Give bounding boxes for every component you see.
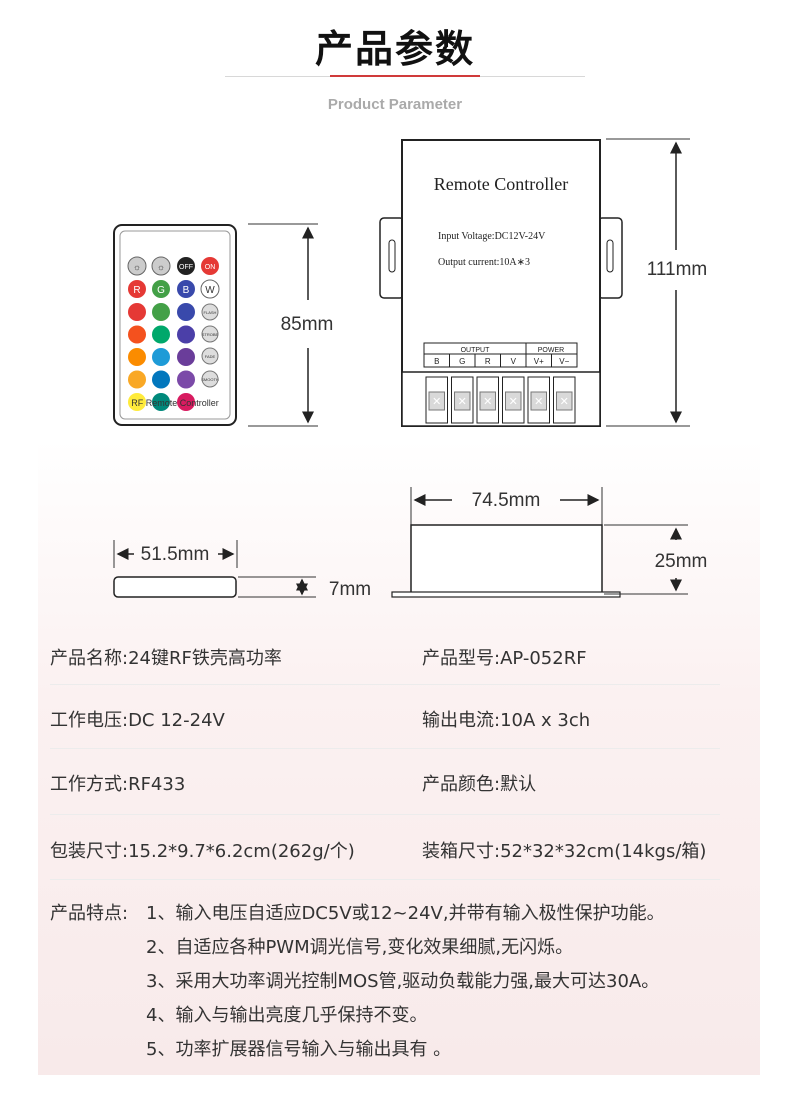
- terminal-screw: [454, 391, 471, 411]
- remote-color-key: [152, 393, 170, 411]
- terminal-label: V: [511, 357, 517, 366]
- remote-color-key: [177, 370, 195, 389]
- controller-top-view: Remote Controller Input Voltage:DC12V-24…: [379, 139, 623, 427]
- terminal-label: V−: [559, 357, 569, 366]
- page-subtitle: Product Parameter: [327, 96, 463, 113]
- remote-color-key: [177, 325, 195, 344]
- spec-product-name: 产品名称:24键RF铁壳高功率: [50, 648, 282, 669]
- remote-color-key: [177, 393, 195, 411]
- divider: [50, 814, 720, 815]
- terminal-label: B: [434, 357, 439, 366]
- remote-side-view: [113, 576, 237, 598]
- remote-color-key: [128, 348, 146, 366]
- remote-color-key: [177, 303, 195, 321]
- remote-color-key: [152, 370, 170, 389]
- remote-height-dim: 85mm: [281, 314, 334, 335]
- spec-row: 工作电压:DC 12-24V 输出电流:10A x 3ch: [50, 706, 720, 736]
- remote-color-key: [152, 348, 170, 366]
- remote-strobe-key: STROBE: [202, 332, 219, 337]
- divider: [50, 684, 720, 685]
- controller-width-dim: 74.5mm: [472, 490, 541, 511]
- spec-product-model: 产品型号:AP-052RF: [422, 648, 587, 669]
- terminal-screw: [479, 391, 496, 411]
- remote-color-key: [177, 348, 195, 366]
- terminal-screw: [556, 391, 573, 411]
- screw-cross-icon: ✕: [560, 396, 569, 408]
- svg-text:☼: ☼: [133, 262, 141, 272]
- features-label: 产品特点:: [50, 903, 129, 924]
- divider: [50, 879, 720, 880]
- remote-flash-key: FLASH: [204, 310, 217, 315]
- remote-color-key: [128, 393, 146, 411]
- remote-r-key: R: [133, 285, 140, 296]
- controller-side-view: [391, 524, 621, 598]
- spec-mode: 工作方式:RF433: [50, 774, 186, 795]
- controller-name: Remote Controller: [434, 174, 568, 194]
- output-header: OUTPUT: [461, 347, 491, 354]
- remote-color-key: [152, 303, 170, 321]
- remote-color-key: [152, 325, 170, 344]
- remote-fade-key: FADE: [205, 354, 216, 359]
- background-gradient: [38, 440, 760, 1075]
- controller-input-voltage: Input Voltage:DC12V-24V: [438, 231, 546, 242]
- spec-color: 产品颜色:默认: [422, 774, 537, 795]
- remote-front-view: ☼ ☼ OFF ON R G B W FLASH STROBE FADE SMO…: [113, 224, 237, 426]
- feature-item: 4、输入与输出亮度几乎保持不变。: [146, 1005, 428, 1026]
- terminal-label: G: [459, 357, 465, 366]
- product-diagram: ☼ ☼ OFF ON R G B W FLASH STROBE FADE SMO…: [113, 138, 708, 600]
- terminal-label: V+: [534, 357, 544, 366]
- terminal-screw: [530, 391, 547, 411]
- screw-cross-icon: ✕: [509, 396, 518, 408]
- remote-w-key: W: [205, 285, 215, 296]
- spec-voltage: 工作电压:DC 12-24V: [50, 710, 225, 731]
- remote-smooth-key: SMOOTH: [201, 377, 219, 382]
- feature-item: 2、自适应各种PWM调光信号,变化效果细腻,无闪烁。: [146, 937, 574, 958]
- feature-item: 1、输入电压自适应DC5V或12~24V,并带有输入极性保护功能。: [146, 903, 665, 924]
- spec-row: 包装尺寸:15.2*9.7*6.2cm(262g/个) 装箱尺寸:52*32*3…: [50, 837, 720, 867]
- spec-row: 产品名称:24键RF铁壳高功率 产品型号:AP-052RF: [50, 644, 720, 674]
- remote-color-key: [128, 325, 146, 344]
- remote-b-key: B: [183, 285, 190, 296]
- terminal-label: R: [485, 357, 491, 366]
- screw-cross-icon: ✕: [432, 396, 441, 408]
- remote-width-dim: 51.5mm: [141, 544, 210, 565]
- page-title: 产品参数: [314, 27, 475, 71]
- remote-color-key: [128, 303, 146, 321]
- feature-item: 5、功率扩展器信号输入与输出具有 。: [146, 1039, 452, 1060]
- screw-cross-icon: ✕: [458, 396, 467, 408]
- remote-label: RF Remote Controller: [131, 398, 219, 408]
- controller-height-dim: 111mm: [647, 259, 708, 280]
- spec-package-size: 包装尺寸:15.2*9.7*6.2cm(262g/个): [50, 841, 355, 862]
- remote-g-key: G: [157, 285, 165, 296]
- spec-carton-size: 装箱尺寸:52*32*32cm(14kgs/箱): [422, 841, 707, 862]
- feature-item: 3、采用大功率调光控制MOS管,驱动负载能力强,最大可达30A。: [146, 971, 660, 992]
- spec-row: 工作方式:RF433 产品颜色:默认: [50, 770, 720, 800]
- divider: [50, 748, 720, 749]
- title-accent-line: [330, 75, 480, 77]
- screw-cross-icon: ✕: [483, 396, 492, 408]
- svg-text:☼: ☼: [157, 262, 165, 272]
- controller-depth-dim: 25mm: [655, 551, 708, 572]
- remote-color-grid: [128, 303, 195, 411]
- screw-cross-icon: ✕: [534, 396, 543, 408]
- terminal-screw: [505, 391, 522, 411]
- remote-off-key: OFF: [179, 264, 193, 271]
- spec-output-current: 输出电流:10A x 3ch: [422, 710, 591, 731]
- power-header: POWER: [538, 347, 564, 354]
- terminal-screw: [428, 391, 445, 411]
- remote-color-key: [128, 370, 146, 389]
- remote-thickness-dim: 7mm: [329, 579, 371, 600]
- controller-output-current: Output current:10A∗3: [438, 257, 530, 268]
- remote-on-key: ON: [205, 264, 216, 271]
